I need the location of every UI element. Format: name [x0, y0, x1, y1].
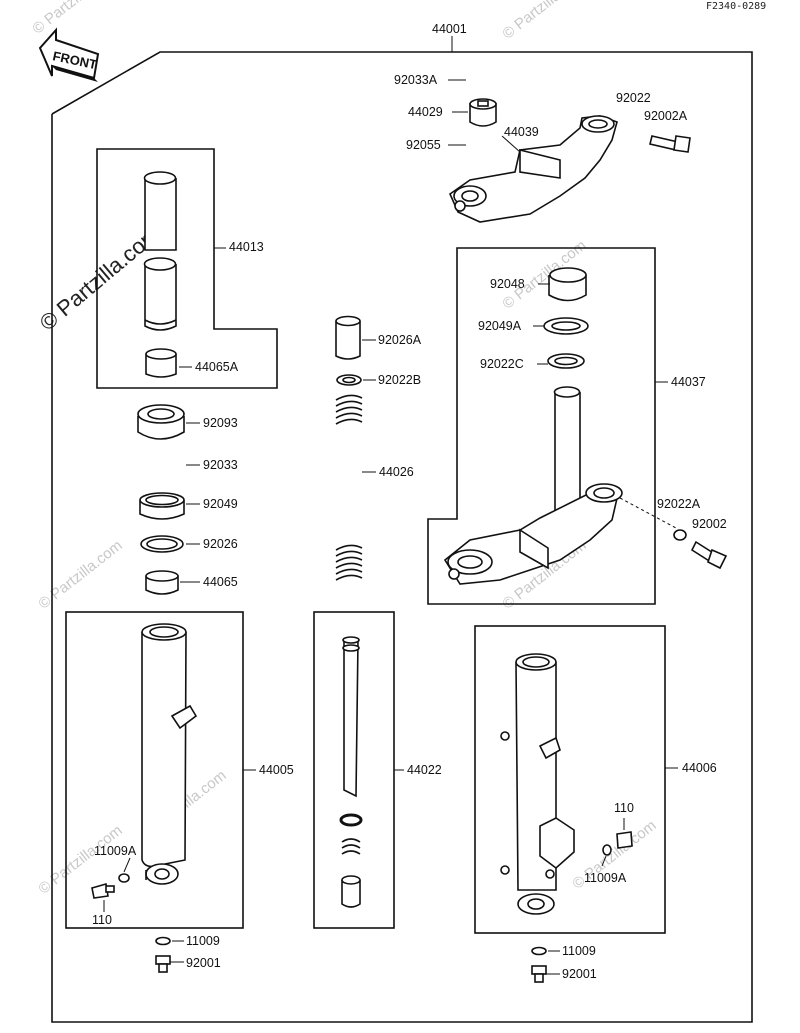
washer-11009-left	[155, 936, 171, 946]
bolt-92001-right	[531, 965, 547, 983]
upper-bracket-44039	[449, 115, 618, 223]
oil-lock-piece	[341, 875, 361, 908]
drain-bolt-110-right	[616, 831, 633, 849]
label-92002a: 92002A	[644, 109, 688, 123]
subassembly-box-44013	[96, 148, 278, 389]
label-92033: 92033	[203, 458, 238, 472]
seal-92049a	[543, 317, 589, 335]
front-arrow-icon: FRONT	[38, 27, 100, 82]
drain-bolt-110-left	[91, 882, 115, 899]
label-44001: 44001	[432, 22, 467, 36]
label-11009-left: 11009	[186, 934, 220, 948]
bolt-92002a	[649, 135, 691, 153]
label-44039: 44039	[504, 125, 539, 139]
o-ring-92055	[468, 141, 494, 151]
spring-pin-92022	[632, 120, 638, 136]
label-44029: 44029	[408, 105, 443, 119]
damper-rod-44022	[342, 636, 360, 798]
cap-bolt-44029	[469, 98, 497, 127]
label-92026a: 92026A	[378, 333, 422, 347]
label-92022: 92022	[616, 91, 651, 105]
label-44022: 44022	[407, 763, 442, 777]
retaining-ring-92033	[142, 458, 188, 474]
guide-bush-44065	[145, 570, 179, 595]
label-92026: 92026	[203, 537, 238, 551]
label-44037: 44037	[671, 375, 706, 389]
fork-spring-44026	[335, 394, 363, 581]
diagram-code: F2340-0289	[706, 1, 767, 12]
label-92022c: 92022C	[480, 357, 524, 371]
washer-11009-right	[531, 946, 547, 956]
label-110-right: 110	[614, 801, 634, 815]
circlip-92033a	[468, 74, 498, 86]
bolt-92002	[690, 540, 728, 570]
label-92049: 92049	[203, 497, 238, 511]
outer-tube-44006	[500, 653, 575, 915]
label-92022b: 92022B	[378, 373, 422, 387]
nut-92022a	[673, 529, 687, 541]
label-11009a-left: 11009A	[94, 844, 137, 858]
label-92022a: 92022A	[657, 497, 701, 511]
label-92001-right: 92001	[562, 967, 597, 981]
dust-seal-92093	[137, 404, 185, 440]
steering-stem-44037	[443, 386, 623, 585]
label-44013: 44013	[229, 240, 264, 254]
washer-92022b	[336, 374, 362, 386]
label-92002: 92002	[692, 517, 727, 531]
cap-92048	[548, 267, 587, 302]
spacer-92026a	[335, 315, 361, 360]
inner-tube-44013	[143, 171, 177, 331]
subassembly-box-44006	[474, 625, 666, 934]
washer-11009a-left	[118, 873, 130, 883]
washer-11009a-right	[602, 844, 612, 856]
label-92033a: 92033A	[394, 73, 438, 87]
rebound-spring	[341, 838, 361, 855]
washer-92022c	[547, 353, 585, 369]
bolt-92001-left	[155, 955, 171, 973]
label-92049a: 92049A	[478, 319, 522, 333]
seal-92049	[139, 492, 185, 520]
label-92048: 92048	[490, 277, 525, 291]
label-92055: 92055	[406, 138, 441, 152]
label-44006: 44006	[682, 761, 717, 775]
bushing-44065a	[145, 348, 177, 378]
leader-lines	[103, 79, 678, 975]
outer-tube-44005	[141, 623, 198, 885]
label-44065: 44065	[203, 575, 238, 589]
label-92001-left: 92001	[186, 956, 221, 970]
piston-ring	[339, 813, 363, 827]
label-11009a-right: 11009A	[584, 871, 627, 885]
label-44065a: 44065A	[195, 360, 239, 374]
label-44026: 44026	[379, 465, 414, 479]
assembly-frame	[51, 51, 753, 1023]
label-11009-right: 11009	[562, 944, 596, 958]
subassembly-box-44037	[427, 247, 656, 605]
label-92093: 92093	[203, 416, 238, 430]
label-110-left: 110	[92, 913, 112, 927]
washer-92026	[140, 535, 184, 553]
label-44005: 44005	[259, 763, 294, 777]
